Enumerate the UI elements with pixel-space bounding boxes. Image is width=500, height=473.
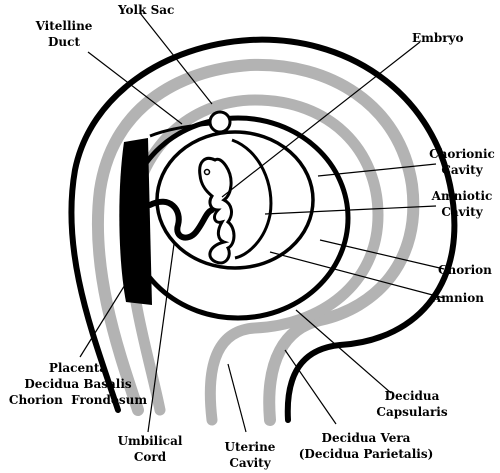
label-placenta: Placenta [49,361,108,375]
label-chorionic-cavity-2: Cavity [441,163,483,177]
label-amnion: Amnion [431,291,484,305]
vitelline-duct [149,122,211,138]
decidua-vera [91,58,420,426]
amnion [155,130,315,270]
label-umbilical-cord-2: Cord [134,450,167,464]
label-umbilical-cord-1: Umbilical [118,434,183,448]
leader-lines [79,12,445,433]
umbilical-cord [147,198,215,241]
label-yolk-sac: Yolk Sac [117,3,174,17]
amniotic-inner-line [231,138,273,260]
label-vitelline-duct-2: Duct [48,35,80,49]
label-uterine-cavity-2: Cavity [229,456,271,470]
yolk-sac [208,110,232,134]
chorion [125,115,351,321]
uterine-wall [68,36,458,423]
placenta [119,138,152,305]
label-chorionic-cavity-1: Chorionic [429,147,495,161]
label-chorion-frondosum: Chorion Frondosum [9,393,147,407]
label-amniotic-cavity-1: Amniotic [431,189,493,203]
embryo [198,156,236,265]
label-decidua-vera-1: Decidua Vera [322,431,411,445]
label-embryo: Embryo [412,31,464,45]
decidua-capsularis [124,94,384,426]
label-decidua-capsularis-2: Capsularis [376,405,447,419]
label-amniotic-cavity-2: Cavity [441,205,483,219]
label-chorion: Chorion [438,263,492,277]
label-decidua-basalis: Decidua Basalis [24,377,132,391]
label-uterine-cavity-1: Uterine [225,440,276,454]
embryo-eye [203,168,211,176]
label-decidua-vera-2: (Decidua Parietalis) [299,447,434,461]
label-vitelline-duct-1: Vitelline [35,19,93,33]
label-decidua-capsularis-1: Decidua [385,389,440,403]
